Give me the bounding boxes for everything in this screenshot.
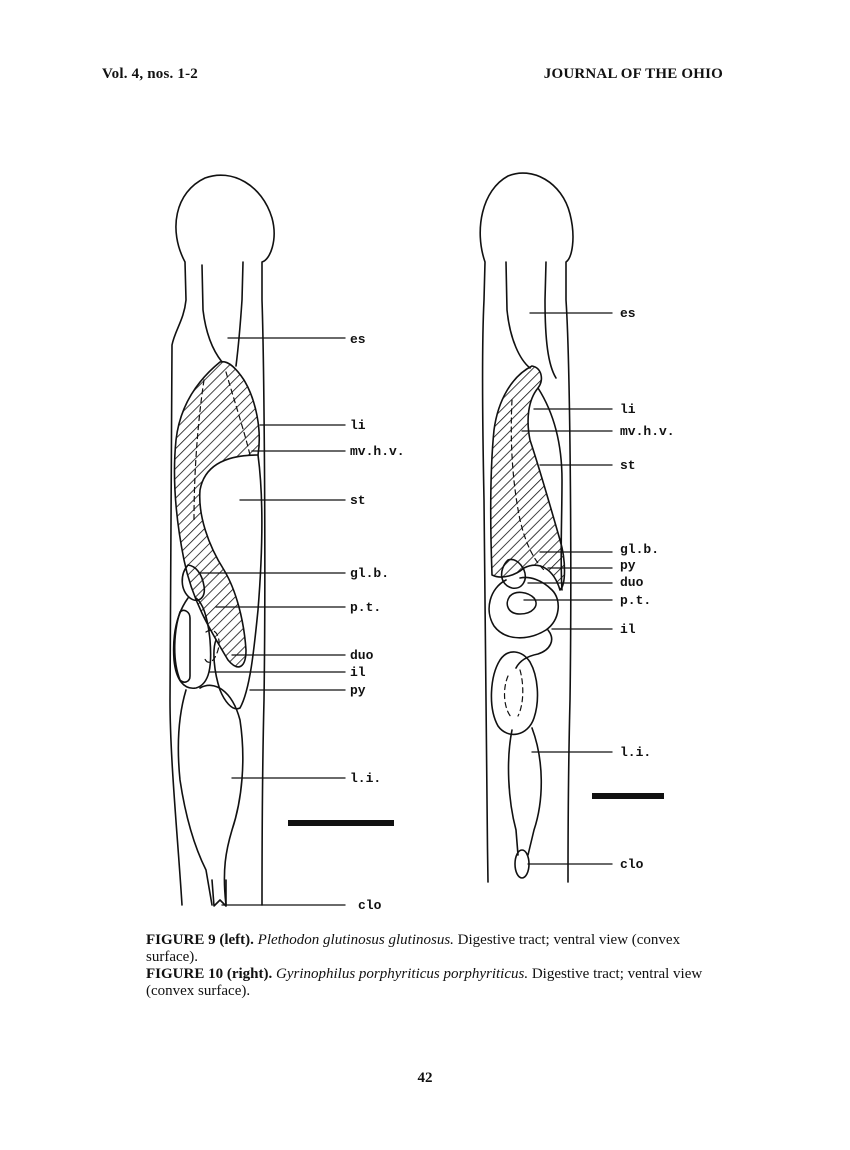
fig10-label-li-int: l.i. <box>620 745 651 760</box>
fig9-gall-bladder <box>181 564 206 602</box>
fig9-label-es: es <box>350 332 366 347</box>
caption-fig10-species: Gyrinophilus porphyriticus porphyriticus… <box>276 966 529 982</box>
fig9-label-mv: mv.h.v. <box>350 444 405 459</box>
fig10-ileum-loop <box>490 651 539 736</box>
fig9-label-st: st <box>350 493 366 508</box>
fig10-mv-vein <box>510 399 545 571</box>
fig9-label-il: il <box>350 665 366 680</box>
caption-fig9-species: Plethodon glutinosus glutinosus. <box>257 932 454 948</box>
fig9-label-gl: gl.b. <box>350 566 389 581</box>
fig10-gall-bladder <box>500 558 527 590</box>
caption-figure-10: FIGURE 10 (right). Gyrinophilus porphyri… <box>146 966 706 1000</box>
fig9-duodenum-loop <box>172 597 212 689</box>
fig9-ileum-loop <box>173 609 191 683</box>
fig10-pyloric-ring <box>506 591 537 615</box>
fig10-duodenum-loop <box>488 576 559 639</box>
fig9-label-clo: clo <box>358 898 382 913</box>
fig10-label-es: es <box>620 306 636 321</box>
running-header-left: Vol. 4, nos. 1-2 <box>102 66 198 82</box>
figure-caption: FIGURE 9 (left). Plethodon glutinosus gl… <box>146 932 706 1000</box>
figure-10-drawing: es li mv.h.v. st gl.b. py duo p.t. il l.… <box>479 172 675 883</box>
fig9-label-pt: p.t. <box>350 600 381 615</box>
figure-9-drawing: es li mv.h.v. st gl.b. p.t. duo il py l.… <box>169 174 405 913</box>
fig9-liver <box>173 360 261 668</box>
fig10-body-outline <box>479 172 574 883</box>
fig9-mv-vein <box>193 371 251 521</box>
fig10-esophagus <box>505 261 557 379</box>
fig9-large-intestine <box>177 684 244 906</box>
caption-fig9-text: Digestive tract; ventral view (convex su… <box>146 932 681 965</box>
fig10-inner-loop <box>503 669 524 719</box>
caption-figure-9: FIGURE 9 (left). Plethodon glutinosus gl… <box>146 932 706 966</box>
fig10-stomach <box>537 387 563 591</box>
fig9-stomach <box>213 454 263 710</box>
fig10-label-clo: clo <box>620 857 644 872</box>
fig10-label-gl: gl.b. <box>620 542 659 557</box>
fig9-esophagus <box>201 261 244 367</box>
fig9-cloaca <box>211 879 227 907</box>
fig10-liver <box>489 365 566 591</box>
fig10-label-py: py <box>620 558 636 573</box>
fig10-label-mv: mv.h.v. <box>620 424 675 439</box>
fig10-ileum <box>515 629 553 669</box>
fig10-label-st: st <box>620 458 636 473</box>
fig9-label-li-int: l.i. <box>350 771 381 786</box>
fig9-label-duo: duo <box>350 648 374 663</box>
page-number: 42 <box>417 1070 433 1086</box>
fig10-cloaca <box>514 849 530 879</box>
fig10-large-intestine <box>507 727 543 856</box>
caption-fig10-text: Digestive tract; ventral view (convex su… <box>146 966 703 999</box>
fig10-label-pt: p.t. <box>620 593 651 608</box>
fig10-label-duo: duo <box>620 575 644 590</box>
fig9-body-outline <box>169 174 275 906</box>
caption-fig10-label: FIGURE 10 (right). <box>146 966 273 982</box>
caption-fig9-label: FIGURE 9 (left). <box>146 932 254 948</box>
fig10-label-li: li <box>620 402 636 417</box>
fig9-pancreas <box>203 629 220 663</box>
fig9-label-li: li <box>350 418 366 433</box>
fig9-label-py: py <box>350 683 366 698</box>
fig10-label-il: il <box>620 622 636 637</box>
running-header-right: JOURNAL OF THE OHIO <box>543 66 723 82</box>
